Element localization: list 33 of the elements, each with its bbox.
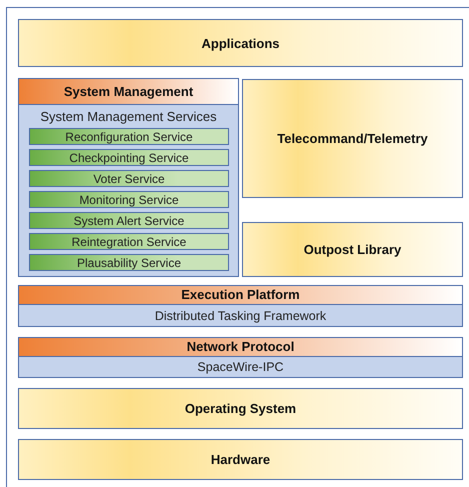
layer-box [242,79,463,198]
layer-title: Operating System [184,401,296,416]
layer-title: Execution Platform [19,286,462,305]
service-label: Checkpointing Service [69,150,189,164]
layer-box [18,285,463,327]
service-box [29,191,229,208]
layer-box [18,19,463,67]
service-label: Plausability Service [76,256,182,270]
layer-title: Hardware [210,452,270,467]
layer-subtitle: System Management Services [39,108,218,126]
layer-subtitle: Distributed Tasking Framework [154,308,328,325]
layer-title: Network Protocol [19,338,462,357]
management-panel [18,78,239,277]
service-label: System Alert Service [74,214,184,228]
service-label: Reintegration Service [72,234,186,248]
service-label: Reconfiguration Service [65,130,193,144]
layer-title: System Management [19,79,238,105]
layer-box [242,222,463,277]
layer-box [18,388,463,429]
layer-title: Telecommand/Telemetry [277,131,428,146]
layer-box [18,337,463,378]
service-box [29,212,229,229]
service-box [29,128,229,145]
service-label: Monitoring Service [79,192,179,206]
layer-title: Applications [201,36,280,50]
service-box [29,149,229,166]
layer-title: Outpost Library [304,242,402,257]
layer-subtitle: SpaceWire-IPC [196,359,285,376]
service-box [29,170,229,187]
service-label: Voter Service [93,172,165,186]
service-box [29,254,229,271]
service-box [29,233,229,250]
layer-box [18,439,463,480]
